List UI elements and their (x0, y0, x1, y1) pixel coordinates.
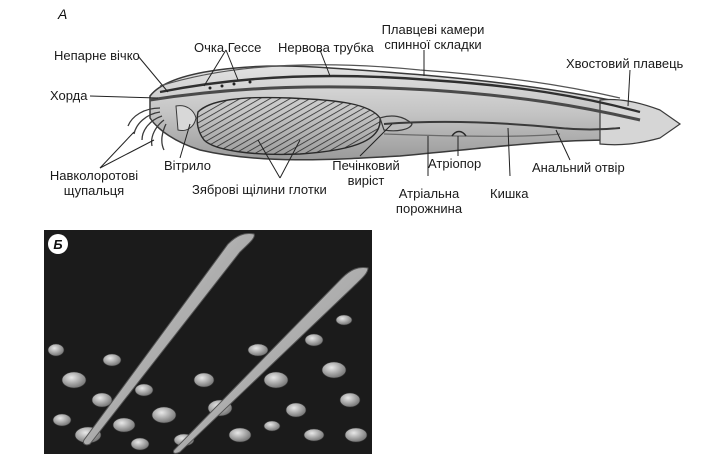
panel-b-letter: Б (53, 237, 62, 252)
oral-tentacles (127, 107, 167, 151)
label-fin-chambers-line1: Плавцеві камери (381, 22, 485, 37)
dorsal-fin-ridge (159, 64, 621, 99)
label-liver-outgrowth: Печінковий виріст (326, 158, 406, 188)
label-anal-opening: Анальний отвір (532, 160, 625, 175)
atriopore (451, 130, 467, 137)
label-unpaired-eye: Непарне вічко (54, 48, 140, 63)
leader-lines (89, 49, 631, 179)
velum (175, 105, 197, 131)
lancelet-photo: Б (44, 230, 372, 454)
atrial-cavity (383, 133, 561, 137)
label-tail-fin: Хвостовий плавець (566, 56, 684, 71)
label-oral-tentacles-line2: щупальця (63, 183, 125, 198)
label-atrial-cavity-line1: Атріальна (398, 186, 460, 201)
label-fin-chambers-line2: спинної складки (384, 37, 482, 52)
label-gill-slits: Зяброві щілини глотки (192, 182, 327, 197)
label-liver-outgrowth-line1: Печінковий (332, 158, 400, 173)
gill-slits-region (196, 96, 381, 156)
lancelet-anatomy-diagram (89, 49, 682, 179)
label-fin-chambers: Плавцеві камери спинної складки (378, 22, 488, 52)
label-oral-tentacles-line1: Навколоротові (49, 168, 139, 183)
label-oral-tentacles: Навколоротові щупальця (42, 168, 146, 198)
panel-b-badge (48, 234, 68, 254)
label-atrial-cavity-line2: порожнина (395, 201, 463, 216)
gravel (47, 314, 368, 451)
label-hesse-eyes: Очка Гессе (194, 40, 262, 55)
tail-fin (599, 98, 682, 146)
lancelet-specimen-1 (83, 233, 255, 446)
panel-a-letter: А (58, 6, 68, 22)
label-velum: Вітрило (164, 158, 211, 173)
label-liver-outgrowth-line2: виріст (347, 173, 385, 188)
label-atrial-cavity: Атріальна порожнина (384, 186, 474, 216)
notochord (149, 85, 641, 122)
label-notochord: Хорда (50, 88, 88, 103)
label-gut: Кишка (490, 186, 529, 201)
nerve-tube (159, 74, 641, 114)
label-nerve-tube: Нервова трубка (278, 40, 374, 55)
lancelet-specimen-2 (173, 267, 369, 454)
gut (383, 120, 621, 131)
label-atriopore: Атріопор (428, 156, 482, 171)
hesse-eyes (208, 80, 252, 90)
